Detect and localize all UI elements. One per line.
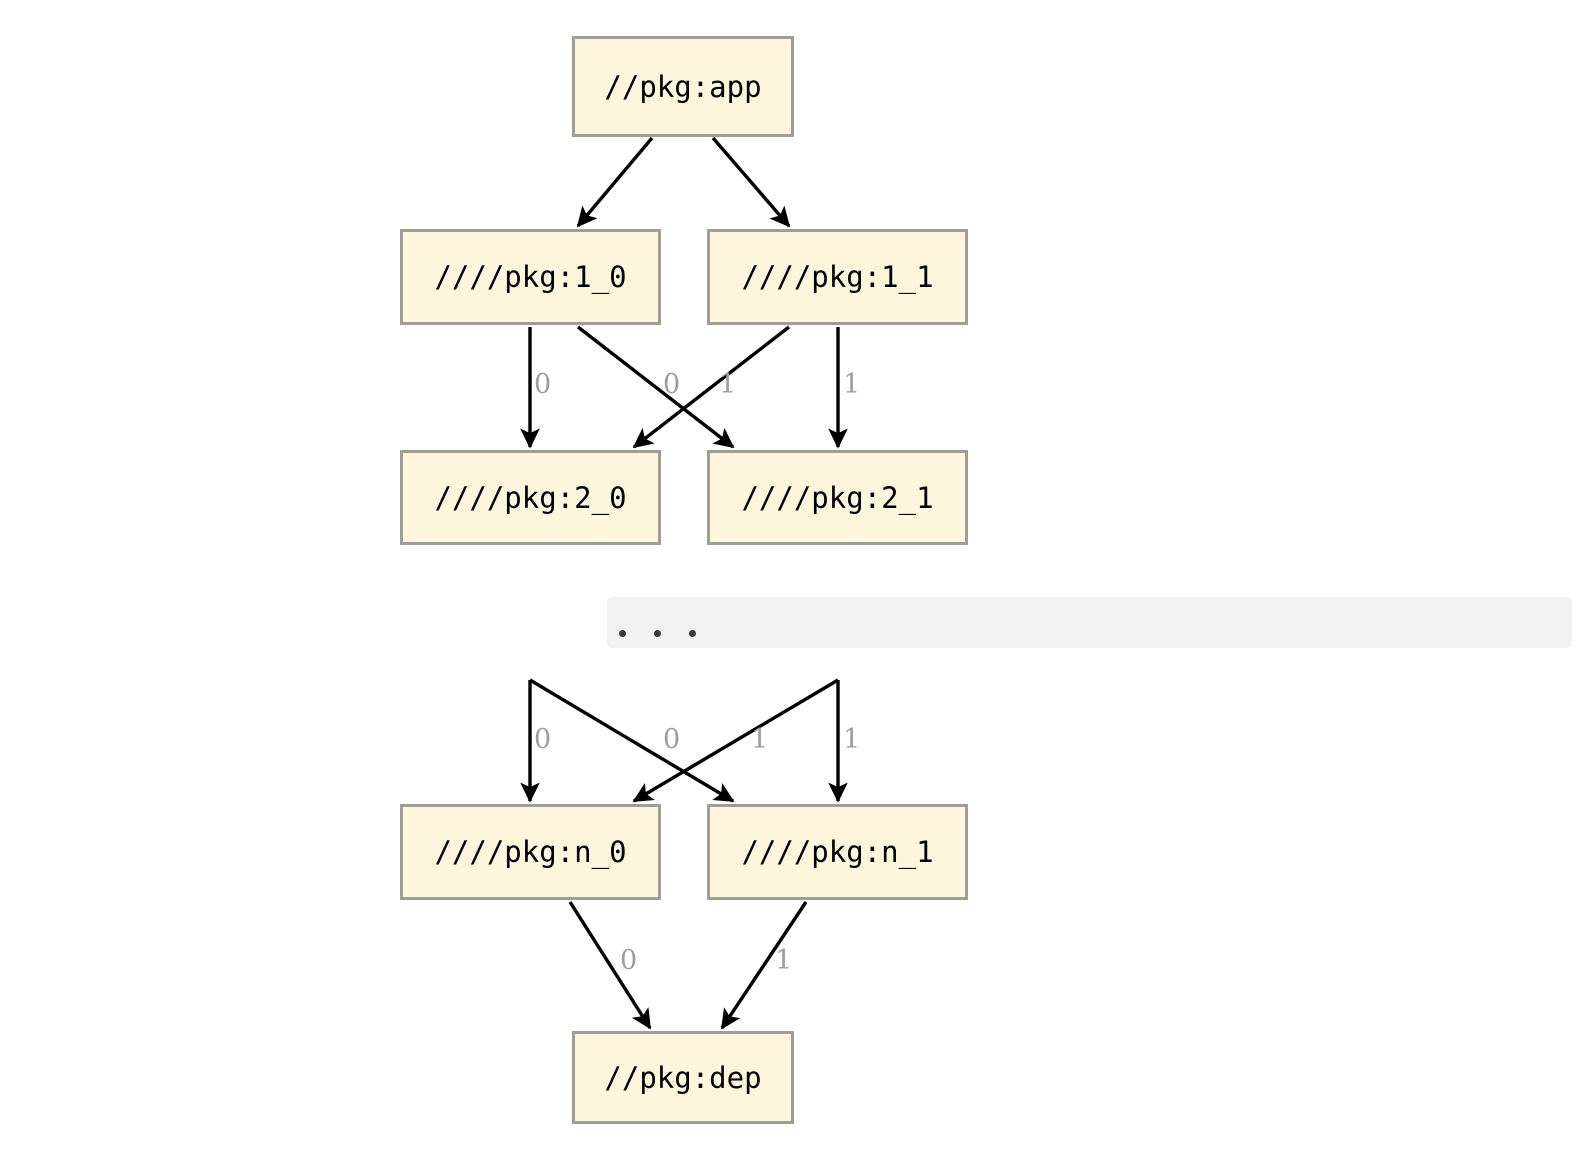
graph-node-label: ////pkg:n_0 <box>434 835 627 869</box>
edge-label: 1 <box>719 369 737 400</box>
ellipsis-dot <box>654 630 661 637</box>
graph-edge-n1_1-to-n2_0 <box>632 325 791 449</box>
edge-label: 0 <box>534 724 552 755</box>
graph-node-label: ////pkg:2_0 <box>434 480 627 515</box>
graph-node-label: //pkg:dep <box>604 1060 762 1095</box>
graph-node-app[interactable]: //pkg:app <box>572 36 794 137</box>
edge-label: 1 <box>751 724 769 755</box>
graph-node-label: ////pkg:1_0 <box>434 260 627 294</box>
graph-edge-hidden-to-nn_1 <box>529 678 735 803</box>
edge-label: 1 <box>843 369 861 400</box>
graph-node-nn_0[interactable]: ////pkg:n_0 <box>400 804 661 900</box>
graph-node-dep[interactable]: //pkg:dep <box>572 1031 794 1124</box>
edge-label: 0 <box>663 724 681 755</box>
graph-node-label: ////pkg:1_1 <box>741 260 934 294</box>
ellipsis-dots <box>607 630 696 648</box>
graph-node-label: ////pkg:2_1 <box>741 480 934 515</box>
graph-edge-nn_0-to-dep <box>568 901 652 1030</box>
graph-edge-n1_0-to-n2_1 <box>576 325 735 449</box>
graph-edge-nn_1-to-dep <box>720 901 808 1030</box>
edge-label: 0 <box>663 369 681 400</box>
graph-node-nn_1[interactable]: ////pkg:n_1 <box>707 804 968 900</box>
graph-node-n1_0[interactable]: ////pkg:1_0 <box>400 229 661 325</box>
graph-node-n2_0[interactable]: ////pkg:2_0 <box>400 450 661 545</box>
graph-node-label: //pkg:app <box>604 69 762 104</box>
edge-label: 0 <box>534 369 552 400</box>
graph-node-n1_1[interactable]: ////pkg:1_1 <box>707 229 968 325</box>
ellipsis-dot <box>619 630 626 637</box>
graph-node-label: ////pkg:n_1 <box>741 835 934 869</box>
ellipsis-dot <box>689 630 696 637</box>
graph-edge-app-to-n1_0 <box>576 136 654 228</box>
graph-edge-hidden-to-nn_0 <box>632 678 839 803</box>
ellipsis-separator-band <box>607 597 1572 648</box>
edge-label: 0 <box>620 945 638 976</box>
graph-edge-app-to-n1_1 <box>711 136 791 228</box>
graph-node-n2_1[interactable]: ////pkg:2_1 <box>707 450 968 545</box>
edge-label: 1 <box>775 945 793 976</box>
edge-line-group <box>520 136 848 1030</box>
edge-label: 1 <box>843 724 861 755</box>
